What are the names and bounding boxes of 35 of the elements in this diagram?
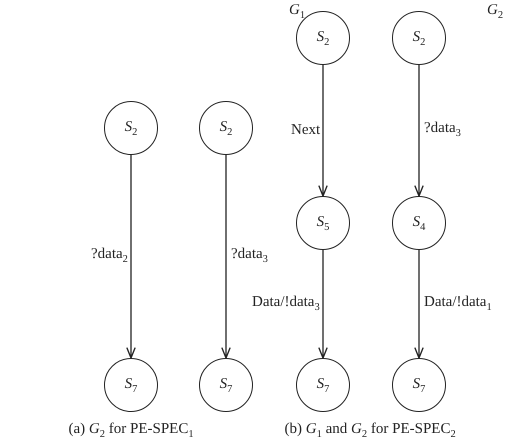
- state-circle: [104, 101, 158, 155]
- arrow: [126, 155, 136, 359]
- state-label: S$_{2}$: [220, 118, 232, 138]
- edge-label: ?data$_{3}$: [231, 247, 268, 266]
- state-label: S$_{7}$: [124, 376, 138, 394]
- edge-label: Data/!data$_{1}$: [424, 294, 492, 313]
- state-circle: [392, 11, 446, 65]
- state-circle: [296, 358, 350, 412]
- graph-label: G$_{1}$: [289, 2, 306, 21]
- state-circle: [296, 196, 350, 250]
- state-circle: [392, 196, 446, 250]
- state-circle: [104, 358, 158, 412]
- arrow: [414, 250, 424, 359]
- edge-label: ?data$_{2}$: [91, 247, 128, 266]
- edge-label: Next: [291, 123, 320, 138]
- state-label: S$_{2}$: [124, 118, 138, 138]
- state-label: S$_{2}$: [412, 28, 426, 48]
- graph-label: G$_{2}$: [487, 2, 504, 21]
- state-label: S$_{7}$: [316, 376, 330, 394]
- state-label: S$_{7}$: [220, 376, 232, 394]
- state-label: S$_{5}$: [316, 214, 330, 232]
- edge-label: Data/!data$_{3}$: [252, 294, 320, 313]
- state-label: S$_{4}$: [412, 214, 426, 232]
- arrow: [414, 65, 424, 197]
- arrow: [318, 65, 328, 197]
- state-circle: [199, 358, 253, 412]
- caption: (b) G$_{1}$ and G$_{2}$ for PE-SPEC$_{2}$: [284, 422, 456, 440]
- state-circle: [199, 101, 253, 155]
- state-circle: [392, 358, 446, 412]
- arrow: [318, 250, 328, 359]
- caption: (a) G$_{2}$ for PE-SPEC$_{1}$: [68, 422, 194, 440]
- state-label: S$_{7}$: [412, 376, 426, 394]
- edge-label: ?data$_{3}$: [424, 121, 461, 140]
- state-label: S$_{2}$: [316, 28, 330, 48]
- arrow: [221, 155, 231, 359]
